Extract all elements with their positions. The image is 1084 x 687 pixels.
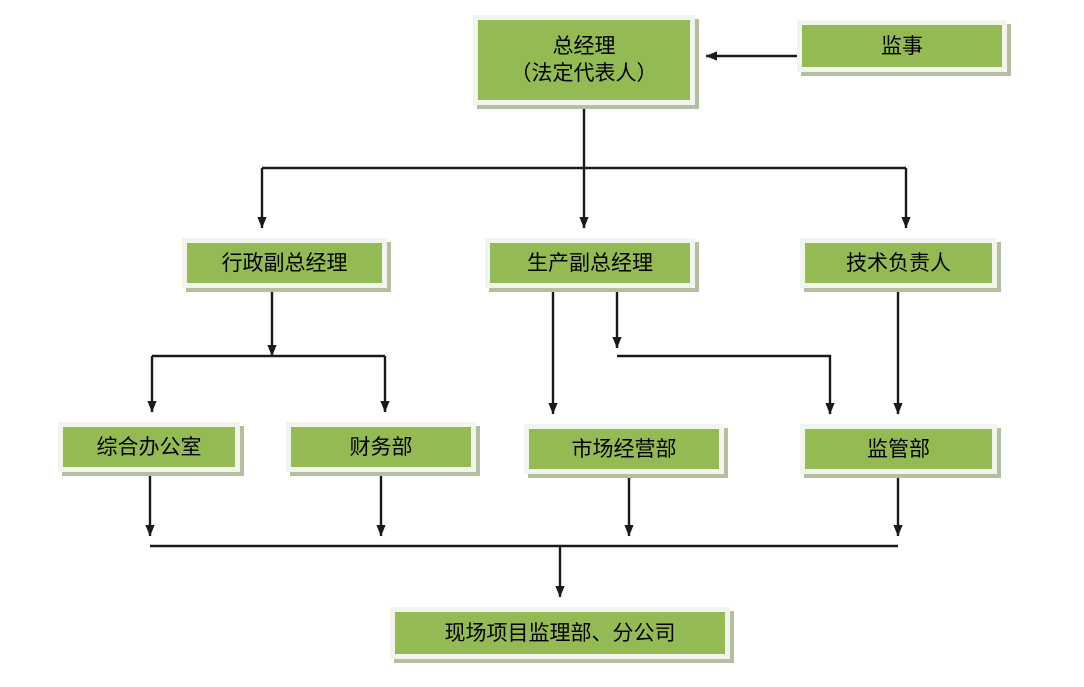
- node-market-label: 市场经营部: [571, 436, 677, 461]
- node-supervisor[interactable]: 监事: [797, 20, 1007, 72]
- node-regulation-label: 监管部: [867, 436, 930, 461]
- edge-prodvp-elbow-to-regulation: [617, 354, 835, 415]
- node-tech-lead-label: 技术负责人: [846, 250, 951, 275]
- node-finance-label: 财务部: [349, 434, 413, 459]
- node-production-vp-label: 生产副总经理: [527, 250, 653, 275]
- node-admin-vp-label: 行政副总经理: [221, 250, 348, 275]
- node-admin-vice-general-manager[interactable]: 行政副总经理: [182, 238, 387, 288]
- node-technical-director[interactable]: 技术负责人: [800, 238, 997, 288]
- node-supervision-department[interactable]: 监管部: [800, 424, 997, 474]
- node-general-manager-line2: （法定代表人）: [510, 61, 658, 85]
- node-market-operations-department[interactable]: 市场经营部: [524, 424, 724, 474]
- node-general-manager-line1: 总经理: [552, 34, 616, 59]
- node-site-project-supervision-and-branches[interactable]: 现场项目监理部、分公司: [390, 607, 730, 659]
- node-general-office[interactable]: 综合办公室: [58, 422, 240, 472]
- node-supervisor-label: 监事: [881, 33, 923, 58]
- node-general-office-label: 综合办公室: [96, 434, 202, 459]
- node-finance-department[interactable]: 财务部: [286, 422, 476, 472]
- node-general-manager[interactable]: 总经理 （法定代表人）: [473, 15, 695, 105]
- node-site-branch-label: 现场项目监理部、分公司: [444, 620, 676, 645]
- node-production-vice-general-manager[interactable]: 生产副总经理: [485, 238, 695, 288]
